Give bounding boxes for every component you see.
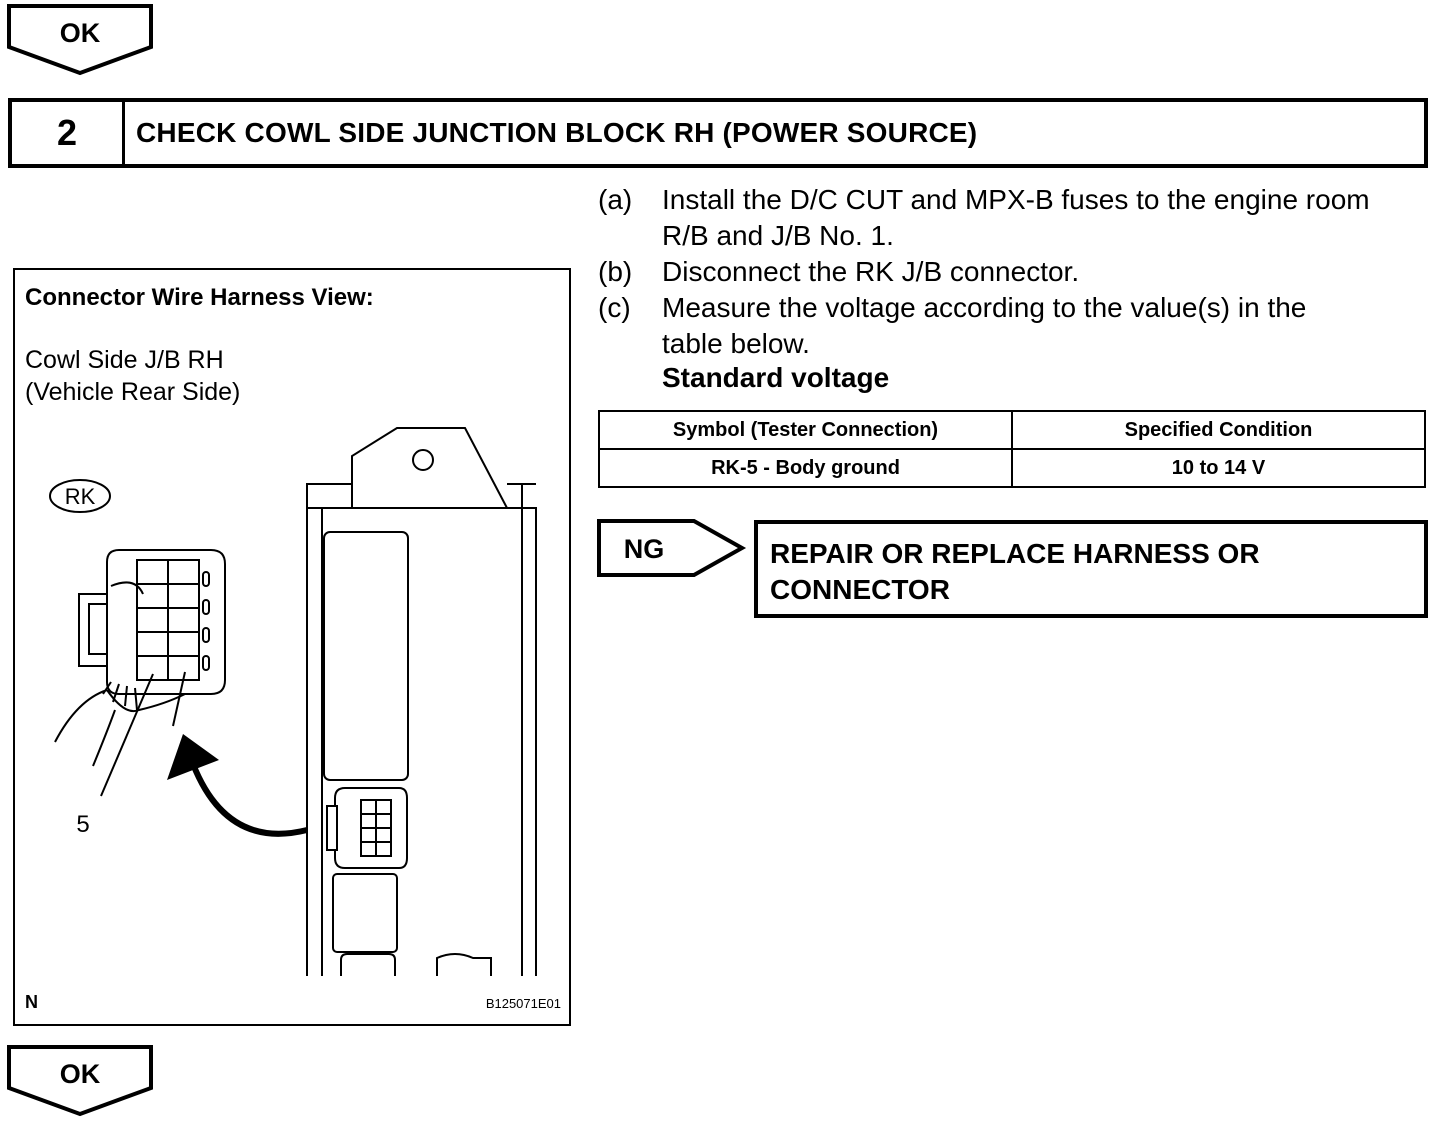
wire-harness: [54, 681, 186, 767]
instruction-a-label: (a): [598, 184, 633, 215]
instruction-a-line2: R/B and J/B No. 1.: [662, 220, 894, 251]
instruction-a: (a) Install the D/C CUT and MPX-B fuses …: [598, 182, 1428, 254]
table-row: RK-5 - Body ground 10 to 14 V: [598, 448, 1426, 488]
step-header: 2 CHECK COWL SIDE JUNCTION BLOCK RH (POW…: [8, 98, 1428, 168]
connector-tag-label: RK: [65, 484, 96, 509]
standard-voltage-label: Standard voltage: [662, 362, 890, 393]
instruction-b-label: (b): [598, 256, 633, 287]
figure-subtitle-line1: Cowl Side J/B RH: [25, 346, 224, 374]
junction-block-outline: [306, 427, 537, 976]
connector-diagram: RK: [49, 427, 537, 976]
ng-result-line2: CONNECTOR: [770, 574, 950, 605]
ok-flow-arrow-top: OK: [7, 4, 153, 76]
step-title: CHECK COWL SIDE JUNCTION BLOCK RH (POWER…: [136, 117, 978, 148]
table-header-symbol: Symbol (Tester Connection): [598, 410, 1013, 450]
pin-number-label: 5: [76, 811, 89, 838]
figure-code: B125071E01: [485, 996, 561, 1011]
instruction-c-line2: table below.: [662, 328, 810, 359]
instruction-c-label: (c): [598, 292, 631, 323]
connector-figure: Connector Wire Harness View: Cowl Side J…: [13, 268, 571, 1026]
figure-subtitle-line2: (Vehicle Rear Side): [25, 378, 241, 406]
pointer-arrow: [190, 762, 308, 837]
ng-label: NG: [624, 534, 665, 564]
ng-flow-arrow: NG: [597, 519, 747, 577]
instruction-c-line1: Measure the voltage according to the val…: [662, 292, 1307, 323]
ok-label-top: OK: [60, 18, 101, 48]
step-number: 2: [12, 102, 125, 164]
instruction-b: (b) Disconnect the RK J/B connector.: [598, 254, 1428, 290]
block-connector: [326, 787, 408, 869]
table-header-row: Symbol (Tester Connection) Specified Con…: [598, 410, 1426, 450]
instruction-c: (c) Measure the voltage according to the…: [598, 290, 1428, 362]
pointer-arrowhead: [167, 734, 219, 780]
ok-label-bottom: OK: [60, 1059, 101, 1089]
connector-tag-oval: [49, 479, 111, 513]
spec-table: Symbol (Tester Connection) Specified Con…: [598, 410, 1426, 488]
table-cell-condition: 10 to 14 V: [1011, 448, 1426, 488]
enlarged-connector: [78, 549, 226, 695]
figure-title: Connector Wire Harness View:: [25, 284, 374, 311]
pin-leader-lines: [100, 671, 186, 797]
table-cell-symbol: RK-5 - Body ground: [598, 448, 1013, 488]
instruction-a-line1: Install the D/C CUT and MPX-B fuses to t…: [662, 184, 1370, 215]
table-header-condition: Specified Condition: [1011, 410, 1426, 450]
ng-result-line1: REPAIR OR REPLACE HARNESS OR: [770, 538, 1260, 569]
instruction-b-line1: Disconnect the RK J/B connector.: [662, 256, 1080, 287]
figure-corner-label: N: [25, 992, 38, 1012]
ok-flow-arrow-bottom: OK: [7, 1045, 153, 1117]
ng-result-box: REPAIR OR REPLACE HARNESS OR CONNECTOR: [754, 520, 1428, 618]
